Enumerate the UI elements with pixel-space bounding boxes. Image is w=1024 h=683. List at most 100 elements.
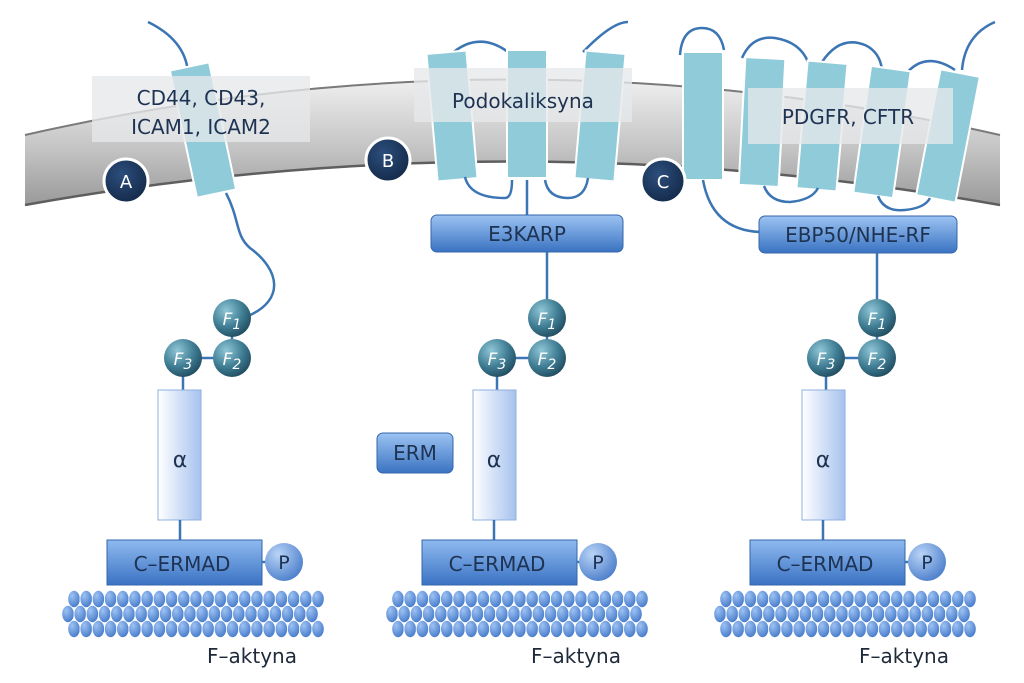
actin-monomer xyxy=(902,590,916,609)
actin-monomer xyxy=(79,620,93,639)
actin-monomer xyxy=(586,620,600,639)
actin-monomer xyxy=(159,605,173,624)
actin-monomer xyxy=(177,590,191,609)
extracellular-loop xyxy=(147,20,190,73)
actin-monomer xyxy=(140,590,154,609)
actin-monomer xyxy=(213,590,227,609)
actin-monomer xyxy=(238,590,252,609)
actin-monomer xyxy=(189,620,203,639)
actin-monomer xyxy=(635,590,649,609)
actin-monomer xyxy=(128,590,142,609)
actin-monomer xyxy=(268,605,282,624)
actin-monomer xyxy=(470,605,484,624)
intracellular-loop xyxy=(701,179,761,234)
actin-monomer xyxy=(816,590,831,609)
actin-monomer xyxy=(792,620,806,639)
actin-monomer xyxy=(890,590,904,609)
actin-monomer xyxy=(743,590,758,609)
alpha-helical-domain xyxy=(157,389,202,521)
actin-monomer xyxy=(865,590,880,609)
c-ermad-domain xyxy=(421,539,578,586)
actin-monomer xyxy=(963,590,977,609)
intracellular-loop xyxy=(543,177,590,200)
svg-text:F3: F3 xyxy=(488,350,507,373)
actin-monomer xyxy=(792,590,806,609)
actin-monomer xyxy=(104,590,118,609)
actin-monomer xyxy=(823,605,837,624)
cytoplasmic-tail xyxy=(224,192,276,318)
phosphate-label: P xyxy=(278,552,289,574)
actin-monomer xyxy=(85,605,100,624)
actin-monomer xyxy=(415,590,429,609)
actin-monomer xyxy=(427,590,442,609)
phosphate-group xyxy=(908,543,946,581)
svg-text:F3: F3 xyxy=(174,350,193,373)
actin-monomer xyxy=(409,605,423,624)
actin-monomer xyxy=(945,605,959,624)
actin-monomer xyxy=(61,605,75,624)
actin-monomer xyxy=(531,605,546,624)
actin-monomer xyxy=(871,605,886,624)
actin-monomer xyxy=(286,590,301,609)
actin-monomer xyxy=(574,620,588,639)
panel-badge-label: A xyxy=(120,172,133,193)
actin-monomer xyxy=(543,605,558,624)
actin-monomer xyxy=(816,620,831,639)
actin-monomer xyxy=(951,620,965,639)
actin-monomer xyxy=(110,605,124,624)
actin-monomer xyxy=(755,620,770,639)
phosphate-label: P xyxy=(592,552,603,574)
actin-monomer xyxy=(877,620,892,639)
ferm-f3-label: F xyxy=(488,350,498,370)
ferm-f3-lobe xyxy=(807,339,845,377)
actin-monomer xyxy=(385,605,399,624)
actin-monomer xyxy=(853,620,867,639)
f-actin-label: F–aktyna xyxy=(207,644,297,668)
actin-monomer xyxy=(938,590,953,609)
transmembrane-segment xyxy=(682,51,724,181)
panel-b: Podokaliksyna B E3KARP F1 F2 F3 α ERM C–… xyxy=(364,20,649,668)
actin-monomer xyxy=(829,590,843,609)
ferm-f3-label: F xyxy=(174,350,184,370)
actin-monomer xyxy=(731,620,745,639)
actin-monomer xyxy=(768,620,782,639)
actin-monomer xyxy=(286,620,301,639)
intracellular-loop xyxy=(463,176,514,200)
alpha-label: α xyxy=(487,448,502,473)
actin-monomer xyxy=(957,605,971,624)
actin-monomer xyxy=(598,590,613,609)
actin-monomer xyxy=(220,605,234,624)
actin-monomer xyxy=(464,590,478,609)
actin-monomer xyxy=(116,590,130,609)
actin-monomer xyxy=(586,590,600,609)
phosphate-group xyxy=(579,543,617,581)
actin-monomer xyxy=(963,620,977,639)
actin-monomer xyxy=(549,620,564,639)
actin-monomer xyxy=(610,620,625,639)
actin-monomer xyxy=(525,590,539,609)
actin-monomer xyxy=(513,620,527,639)
actin-monomer xyxy=(623,590,637,609)
actin-monomer xyxy=(458,605,472,624)
actin-monomer xyxy=(98,605,112,624)
actin-monomer xyxy=(743,620,758,639)
ferm-f1-lobe xyxy=(213,299,251,337)
adaptor-label: E3KARP xyxy=(488,222,566,246)
actin-monomer xyxy=(165,590,179,609)
actin-monomer xyxy=(507,605,521,624)
panel-a: CD44, CD43, ICAM1, ICAM2 A F1 F2 F3 α C–… xyxy=(61,20,325,668)
actin-monomer xyxy=(116,620,130,639)
actin-monomer xyxy=(434,605,448,624)
actin-monomer xyxy=(951,590,965,609)
svg-text:F2: F2 xyxy=(223,350,242,373)
actin-monomer xyxy=(299,590,313,609)
panel-c: PDGFR, CFTR C EBP50/NHE-RF F1 F2 F3 α C–… xyxy=(639,20,996,668)
ferm-f1-lobe xyxy=(528,299,566,337)
phosphate-group xyxy=(265,543,303,581)
actin-monomer xyxy=(391,620,405,639)
actin-monomer xyxy=(482,605,497,624)
actin-monomer xyxy=(774,605,788,624)
intracellular-loop xyxy=(876,195,932,212)
actin-monomer xyxy=(610,590,625,609)
ferm-f2-lobe xyxy=(213,339,251,377)
